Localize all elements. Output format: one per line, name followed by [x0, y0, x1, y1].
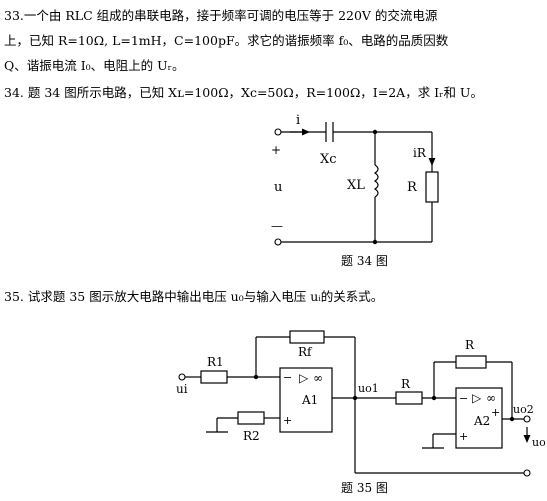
- arrow-down-icon: [428, 158, 436, 166]
- q34-label-xc: Xc: [320, 152, 337, 167]
- q35-label-r2: R2: [243, 429, 260, 443]
- q35-label-r-top: R: [465, 338, 475, 352]
- q35-terminal-ui: [178, 373, 186, 381]
- q35-label-rf: Rf: [298, 345, 313, 359]
- q35-caption: 题 35 图: [341, 481, 388, 495]
- q34-label-r: R: [407, 180, 418, 195]
- q35-terminal-bottom: [523, 469, 531, 477]
- q35-label-uo: uo: [532, 436, 546, 449]
- q34-text: 34. 题 34 图所示电路，已知 Xʟ=100Ω，Xc=50Ω，R=100Ω，…: [4, 85, 483, 100]
- q35-a1-plus: +: [283, 414, 292, 427]
- q35-terminal-uo2: [523, 415, 531, 423]
- q35-label-r-mid: R: [401, 377, 411, 391]
- q35-a2-triangle-icon: ▷: [472, 391, 482, 405]
- q35-a1-minus: −: [283, 371, 292, 384]
- q35-a2-plus-out: +: [491, 406, 500, 419]
- q33-line-2: 上，已知 R=10Ω, L=1mH，C=100pF。求它的谐振频率 f₀、电路的…: [4, 33, 449, 48]
- q35-text: 35. 试求题 35 图示放大电路中输出电压 u₀与输入电压 uᵢ的关系式。: [4, 289, 384, 304]
- q35-label-uo1: uo1: [358, 382, 379, 395]
- q35-label-uo2: uo2: [513, 403, 534, 416]
- arrow-down-icon: [523, 435, 531, 443]
- q34-label-xl: XL: [347, 178, 365, 193]
- q35-label-r1: R1: [207, 355, 224, 369]
- q34-label-i: i: [296, 113, 300, 128]
- q35-a2-plus: +: [459, 430, 468, 443]
- q35-a2-minus: −: [459, 392, 468, 405]
- q35-a2-label: A2: [473, 414, 490, 428]
- q34-label-minus: —: [271, 219, 283, 233]
- q34-terminal-bottom: [274, 238, 282, 246]
- q34-label-plus: +: [271, 143, 281, 157]
- arrow-right-icon: [302, 128, 310, 136]
- q34-label-iR: iR: [413, 146, 427, 160]
- q34-label-u: u: [274, 180, 282, 195]
- q33-line-3: Q、谐振电流 I₀、电阻上的 Uᵣ。: [4, 58, 185, 73]
- q35-a1-infinity: ∞: [313, 371, 323, 385]
- q35-a1-triangle-icon: ▷: [299, 371, 309, 385]
- q33-line-1: 33.一个由 RLC 组成的串联电路，接于频率可调的电压等于 220V 的交流电…: [4, 8, 438, 23]
- q34-terminal-top: [274, 128, 282, 136]
- q35-label-ui: ui: [176, 382, 188, 396]
- q34-caption: 题 34 图: [341, 254, 388, 268]
- q35-a1-label: A1: [301, 393, 318, 407]
- q35-a2-infinity: ∞: [486, 391, 496, 405]
